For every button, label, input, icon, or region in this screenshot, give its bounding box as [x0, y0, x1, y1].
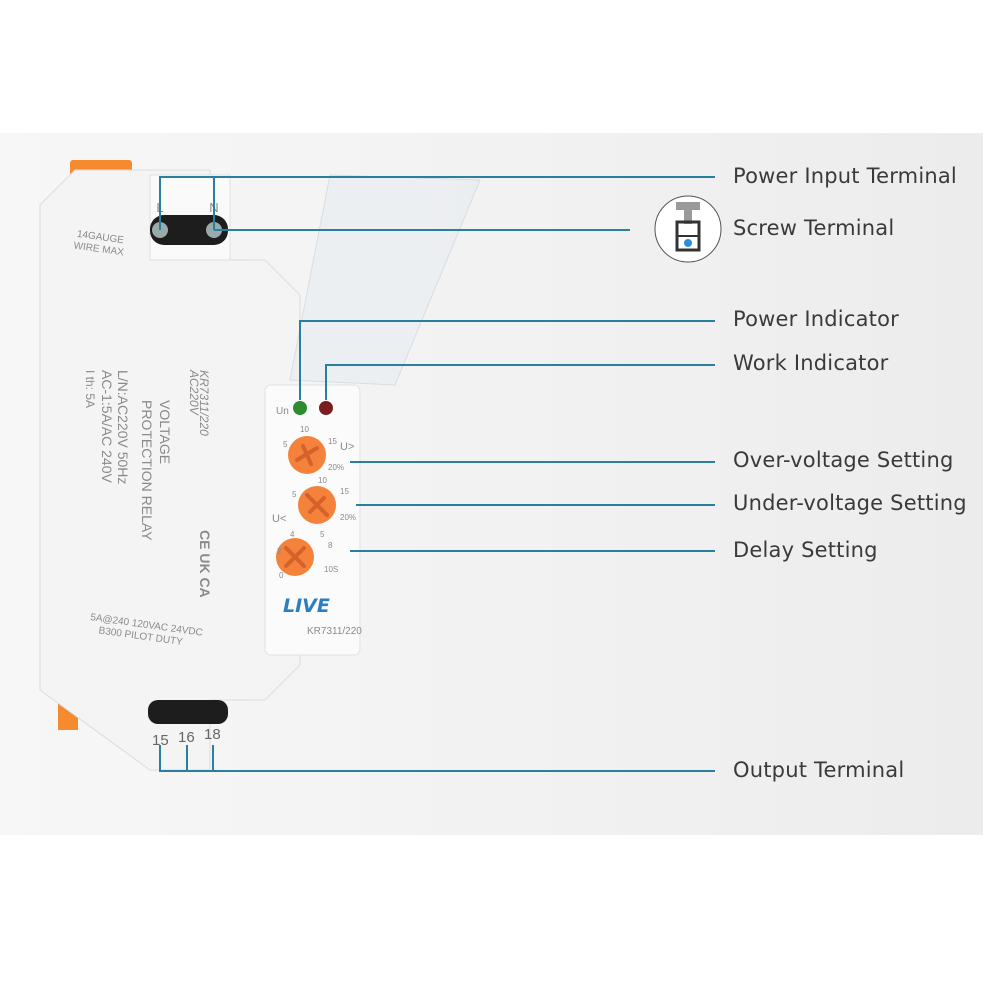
brand-logo: LIVE — [283, 595, 330, 617]
leader-output — [159, 745, 715, 772]
device-text: 10 — [300, 425, 309, 434]
label-work-indicator: Work Indicator — [733, 351, 889, 375]
transparent-cover — [289, 174, 481, 386]
label-power-input-terminal: Power Input Terminal — [733, 164, 957, 188]
leader-power-indicator — [299, 320, 715, 400]
device-text: 15 — [328, 437, 337, 446]
device-text: U< — [272, 513, 286, 525]
device-text: Un — [276, 406, 289, 417]
device-text: PROTECTION RELAY — [139, 400, 155, 541]
device-text: 10S — [324, 565, 338, 574]
device-text: 4 — [290, 530, 295, 539]
leader-work-indicator — [325, 364, 715, 400]
label-power-indicator: Power Indicator — [733, 307, 899, 331]
device-text: 0 — [279, 571, 284, 580]
device-text: KR7311/220 — [307, 626, 362, 637]
work-led — [319, 401, 333, 415]
leader-lines — [159, 176, 715, 772]
device-text: 20% — [328, 463, 344, 472]
relay-device: L N 14GAUGE WIRE MAX KR7311/220 AC220V V… — [39, 160, 481, 771]
device-text: AC220V — [187, 369, 201, 416]
device-text: I th: 5A — [83, 370, 97, 408]
label-delay-setting: Delay Setting — [733, 538, 878, 562]
device-text: CE UK CA — [197, 530, 213, 598]
device-text: 5 — [320, 530, 325, 539]
device-text: 10 — [318, 476, 327, 485]
device-text: 20% — [340, 513, 356, 522]
device-text: 15 — [152, 732, 169, 749]
device-text: L/N:AC220V 50Hz — [115, 370, 131, 484]
device-text: 18 — [204, 726, 221, 743]
device-text: U> — [340, 441, 354, 453]
device-text: KR7311/220 — [197, 370, 211, 436]
power-led — [293, 401, 307, 415]
device-text: 2 — [277, 547, 282, 556]
label-over-voltage-setting: Over-voltage Setting — [733, 448, 954, 472]
device-text: 5 — [283, 440, 288, 449]
device-text: AC-1:5A/AC 240V — [99, 370, 115, 483]
device-text: 8 — [328, 541, 333, 550]
label-output-terminal: Output Terminal — [733, 758, 905, 782]
screw-terminal-icon — [654, 195, 722, 263]
device-text: VOLTAGE — [157, 400, 173, 464]
input-terminal-block — [150, 215, 228, 245]
leader-power-input — [159, 176, 715, 230]
label-under-voltage-setting: Under-voltage Setting — [733, 491, 967, 515]
device-text: 15 — [340, 487, 349, 496]
output-terminal-block — [148, 700, 228, 724]
device-text: 16 — [178, 729, 195, 746]
label-screw-terminal: Screw Terminal — [733, 216, 895, 240]
device-text: 5 — [292, 490, 297, 499]
